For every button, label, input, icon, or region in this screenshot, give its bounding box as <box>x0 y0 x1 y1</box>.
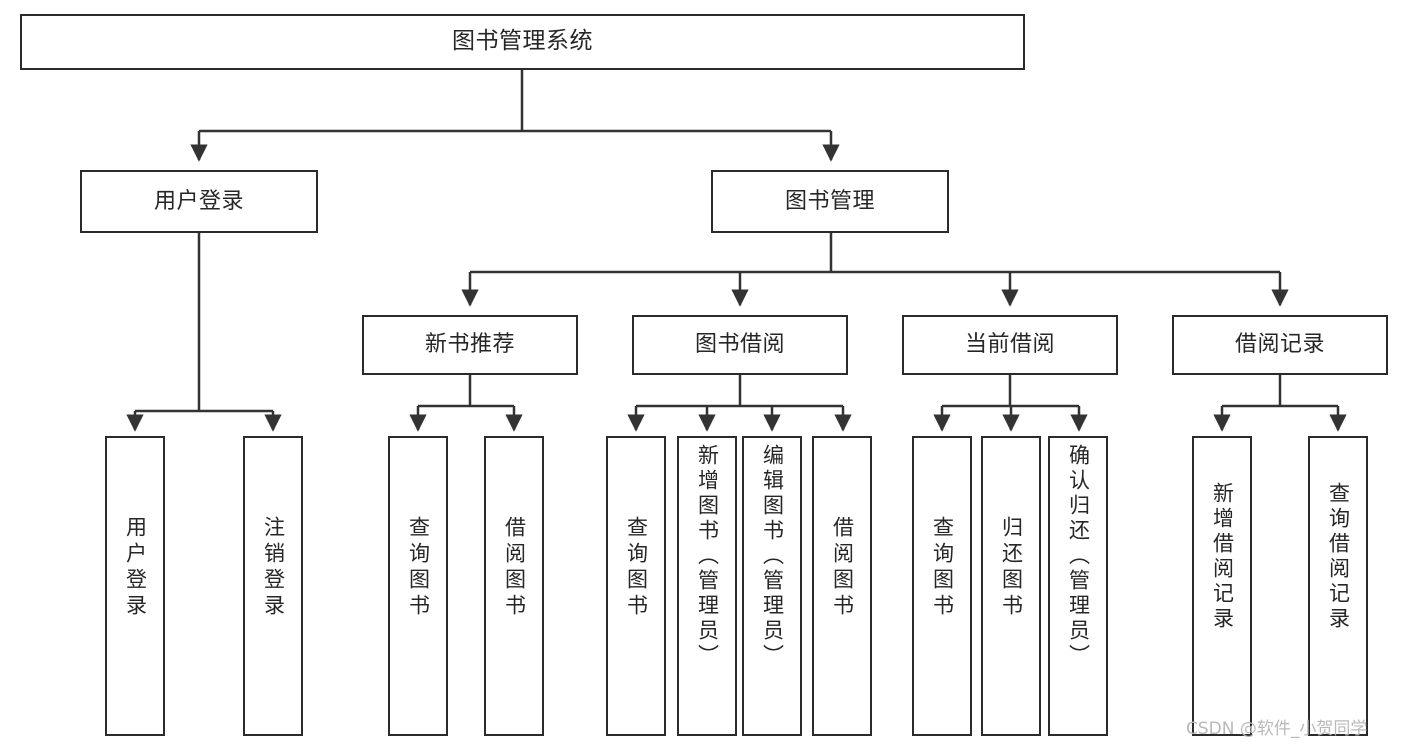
node-current-borrow-label: 当前借阅 <box>964 332 1055 358</box>
node-book-manage[interactable]: 图书管理 <box>711 170 949 233</box>
leaf-query-book-1-label: 查询图书 <box>406 516 431 620</box>
node-book-manage-label: 图书管理 <box>784 188 875 214</box>
leaf-add-record[interactable]: 新增借阅记录 <box>1192 436 1252 736</box>
leaf-logout-login[interactable]: 注销登录 <box>243 436 303 736</box>
leaf-confirm-return-label: 确认归还（管理员） <box>1066 444 1091 669</box>
leaf-add-record-label: 新增借阅记录 <box>1210 482 1235 632</box>
node-book-borrow-label: 图书借阅 <box>694 332 785 358</box>
node-borrow-record-label: 借阅记录 <box>1234 332 1325 358</box>
leaf-logout-login-label: 注销登录 <box>261 516 286 620</box>
node-root-label: 图书管理系统 <box>452 28 593 55</box>
leaf-borrow-book-2[interactable]: 借阅图书 <box>812 436 872 736</box>
node-new-book-recommend-label: 新书推荐 <box>424 332 515 358</box>
leaf-edit-book-label: 编辑图书（管理员） <box>760 444 785 669</box>
leaf-query-book-2[interactable]: 查询图书 <box>606 436 666 736</box>
leaf-return-book-label: 归还图书 <box>999 516 1024 620</box>
csdn-watermark: CSDN @软件_小贺同学 <box>1186 719 1368 739</box>
leaf-edit-book[interactable]: 编辑图书（管理员） <box>742 436 802 736</box>
node-new-book-recommend[interactable]: 新书推荐 <box>362 315 578 375</box>
leaf-user-login-label: 用户登录 <box>123 516 148 620</box>
node-current-borrow[interactable]: 当前借阅 <box>902 315 1118 375</box>
node-user-login-label: 用户登录 <box>153 188 244 214</box>
node-book-borrow[interactable]: 图书借阅 <box>632 315 848 375</box>
leaf-add-book-label: 新增图书（管理员） <box>695 444 720 669</box>
leaf-query-book-2-label: 查询图书 <box>624 516 649 620</box>
leaf-borrow-book-2-label: 借阅图书 <box>830 516 855 620</box>
leaf-query-record[interactable]: 查询借阅记录 <box>1308 436 1368 736</box>
leaf-query-record-label: 查询借阅记录 <box>1326 482 1351 632</box>
leaf-query-book-3[interactable]: 查询图书 <box>912 436 972 736</box>
node-borrow-record[interactable]: 借阅记录 <box>1172 315 1388 375</box>
leaf-borrow-book-1[interactable]: 借阅图书 <box>484 436 544 736</box>
leaf-add-book[interactable]: 新增图书（管理员） <box>677 436 737 736</box>
leaf-return-book[interactable]: 归还图书 <box>981 436 1041 736</box>
leaf-query-book-1[interactable]: 查询图书 <box>388 436 448 736</box>
node-root[interactable]: 图书管理系统 <box>20 14 1025 70</box>
node-user-login[interactable]: 用户登录 <box>80 170 318 233</box>
leaf-query-book-3-label: 查询图书 <box>930 516 955 620</box>
leaf-confirm-return[interactable]: 确认归还（管理员） <box>1048 436 1108 736</box>
leaf-borrow-book-1-label: 借阅图书 <box>502 516 527 620</box>
leaf-user-login[interactable]: 用户登录 <box>105 436 165 736</box>
